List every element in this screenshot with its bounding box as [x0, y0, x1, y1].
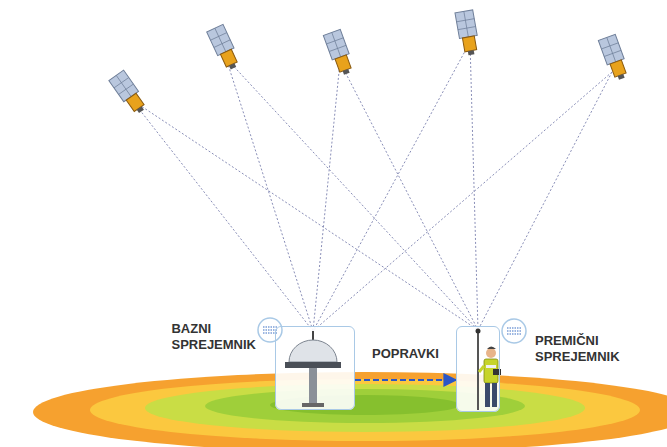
receiver-label: BAZNI SPREJEMNIK — [171, 321, 256, 353]
receiver-label: PREMIČNI SPREJEMNIK — [535, 333, 620, 365]
edge-label: POPRAVKI — [372, 346, 439, 361]
receiver-box: PREMIČNI SPREJEMNIK — [456, 326, 500, 412]
correction-arrow — [355, 379, 456, 381]
receiver-box: BAZNI SPREJEMNIK — [275, 326, 355, 410]
